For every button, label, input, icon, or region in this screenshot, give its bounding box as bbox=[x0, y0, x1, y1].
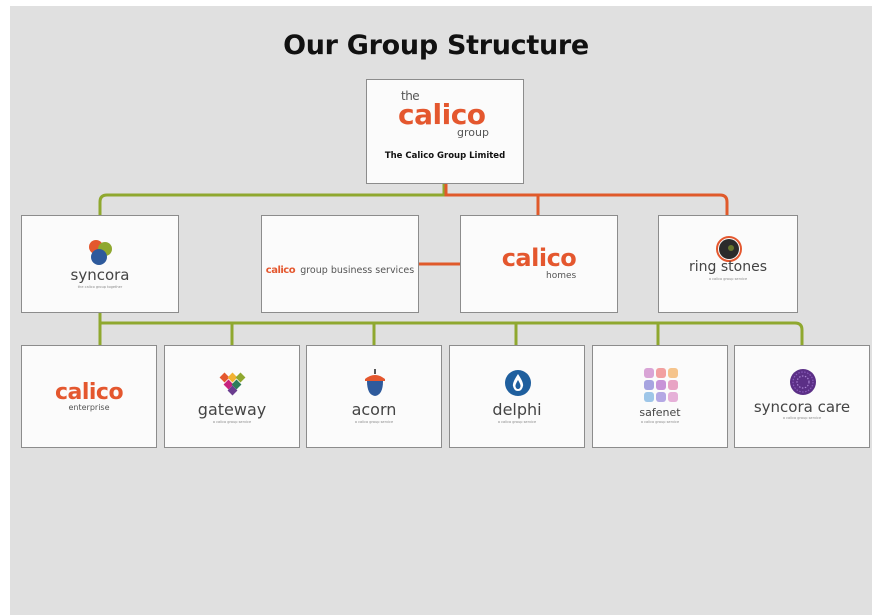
syncora-box: syncora the calico group together bbox=[21, 215, 179, 313]
acorn-name: acorn bbox=[351, 400, 397, 419]
acorn-icon bbox=[365, 369, 385, 396]
calico-enterprise-box: calico enterprise bbox=[21, 345, 157, 448]
logo-the: the bbox=[401, 89, 420, 103]
connector-green-top bbox=[98, 183, 446, 215]
business-services-label: calico group business services bbox=[262, 258, 418, 277]
parent-company-name: The Calico Group Limited bbox=[384, 151, 506, 161]
safenet-grid-icon bbox=[644, 368, 678, 402]
acorn-box: acorn a calico group service bbox=[306, 345, 442, 448]
gateway-heart-icon bbox=[219, 372, 246, 396]
safenet-box: safenet a calico group service bbox=[592, 345, 728, 448]
delphi-name: delphi bbox=[492, 400, 542, 419]
connector-green-drops bbox=[230, 323, 660, 345]
gateway-tagline: a calico group service bbox=[212, 420, 252, 424]
syncora-logo-icon bbox=[89, 240, 112, 265]
ring-stones-tagline: a calico group service bbox=[708, 277, 748, 281]
gateway-name: gateway bbox=[197, 400, 267, 419]
syncora-name: syncora bbox=[70, 266, 130, 284]
business-services-text: group business services bbox=[300, 265, 415, 276]
delphi-box: delphi a calico group service bbox=[449, 345, 585, 448]
homes-brand: calico bbox=[501, 244, 577, 272]
syncora-tagline: the calico group together bbox=[77, 285, 123, 289]
enterprise-sub: enterprise bbox=[68, 403, 110, 412]
safenet-name: safenet bbox=[639, 406, 681, 419]
ring-stones-box: ring stones a calico group service bbox=[658, 215, 798, 313]
homes-sub: homes bbox=[546, 271, 577, 281]
syncora-care-tagline: a calico group service bbox=[782, 416, 822, 420]
acorn-tagline: a calico group service bbox=[354, 420, 394, 424]
connector-orange-top bbox=[444, 183, 729, 215]
logo-group: group bbox=[457, 126, 489, 139]
calico-logo-text: calico bbox=[398, 98, 486, 131]
syncora-care-dots-icon bbox=[790, 369, 816, 395]
enterprise-brand: calico bbox=[54, 380, 124, 405]
calico-homes-box: calico homes bbox=[460, 215, 618, 313]
ring-stones-logo-icon bbox=[716, 236, 742, 262]
delphi-drop-icon bbox=[505, 370, 531, 396]
safenet-tagline: a calico group service bbox=[640, 420, 680, 424]
delphi-tagline: a calico group service bbox=[497, 420, 537, 424]
page-title: Our Group Structure bbox=[283, 30, 589, 61]
syncora-care-box: syncora care a calico group service bbox=[734, 345, 870, 448]
calico-group-box: the calico group The Calico Group Limite… bbox=[366, 79, 524, 184]
gateway-box: gateway a calico group service bbox=[164, 345, 300, 448]
syncora-care-name: syncora care bbox=[753, 398, 851, 416]
business-services-brand: calico bbox=[265, 265, 296, 276]
ring-stones-name: ring stones bbox=[689, 259, 767, 275]
connector-green-bottom bbox=[98, 313, 804, 345]
group-business-services-box: calico group business services bbox=[261, 215, 419, 313]
